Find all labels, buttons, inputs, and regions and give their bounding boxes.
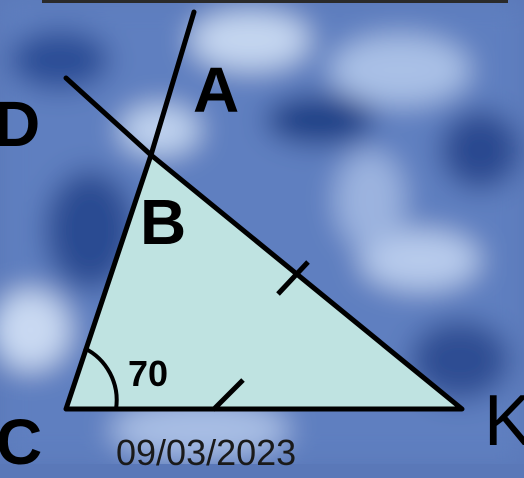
point-label-a: A bbox=[193, 54, 240, 126]
angle-arc-c bbox=[83, 346, 119, 410]
slide-canvas bbox=[0, 0, 524, 464]
header-rule bbox=[42, 0, 508, 3]
angle-value-label: 70 bbox=[128, 353, 169, 394]
triangle-bck bbox=[63, 152, 465, 412]
point-label-k: K bbox=[484, 381, 524, 461]
point-label-c: C bbox=[0, 406, 43, 478]
point-label-b: B bbox=[140, 186, 187, 258]
slide-date: 09/03/2023 bbox=[116, 432, 297, 473]
tick-mark-bk bbox=[276, 260, 310, 296]
ray-bd bbox=[63, 75, 154, 158]
tick-mark-ck bbox=[211, 378, 245, 412]
point-label-d: D bbox=[0, 88, 41, 160]
ray-ba bbox=[148, 9, 197, 158]
